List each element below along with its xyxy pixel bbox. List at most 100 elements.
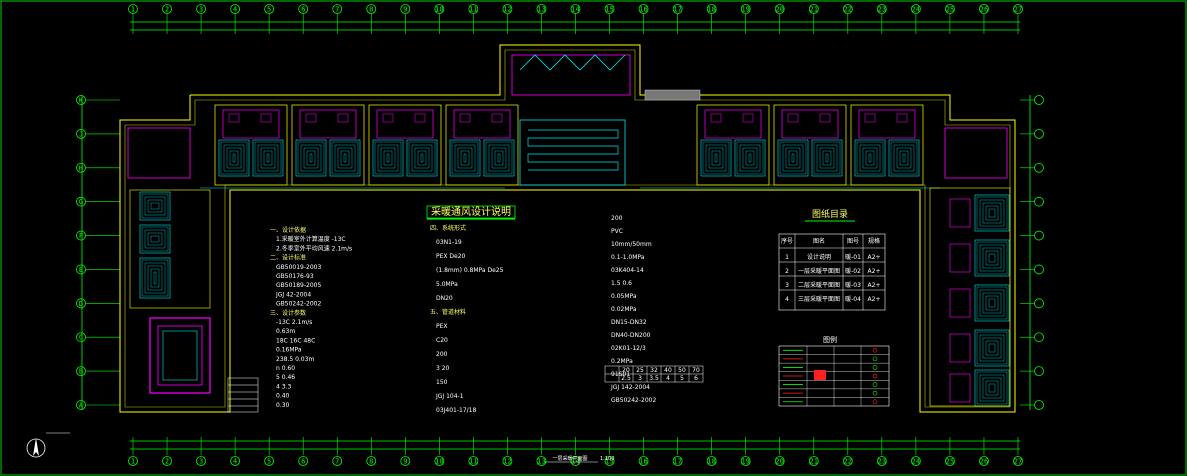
note-line: PEX De20 (436, 253, 466, 260)
note-line: 五、管道材料 (430, 308, 466, 316)
index-cell: A2+ (868, 282, 881, 289)
grid-bubble (604, 456, 615, 466)
index-cell: 三层采暖平面图 (798, 295, 840, 303)
room-toilet (944, 127, 1008, 179)
heating-coil-loop (141, 259, 169, 297)
grid-label-bottom: 18 (707, 458, 715, 466)
note-line: 0.05MPa (611, 293, 637, 300)
heating-coil-loop (297, 141, 325, 175)
grid-label-bottom: 1 (131, 458, 135, 466)
room-bath (222, 109, 280, 139)
grid-bubble (76, 264, 86, 275)
grid-label-top: 24 (912, 6, 920, 14)
note-line: GB50176-93 (276, 273, 314, 280)
grid-bubble (1034, 128, 1044, 139)
note-line: 91S01 (611, 371, 630, 378)
note-line: 0.16MPa (276, 347, 302, 354)
grid-label-top: 16 (639, 6, 647, 14)
room-bath (781, 109, 839, 139)
heating-coil (700, 139, 732, 177)
grid-bubble (502, 456, 513, 466)
pipe-table-cell: 2.5 (621, 375, 631, 382)
left-material-table (227, 377, 259, 413)
heating-coil-loop (220, 141, 248, 175)
grid-label-bottom: 24 (912, 458, 920, 466)
grid-label-bottom: 4 (233, 458, 237, 466)
index-cell: A2+ (868, 296, 881, 303)
heating-coil-loop (451, 141, 479, 175)
pipe-table-cell: 25 (636, 367, 644, 374)
note-line: 238.5 0.03m (276, 356, 314, 363)
grid-bubble (1034, 400, 1044, 410)
grid-bubble (434, 4, 445, 14)
building-outline (119, 44, 1016, 413)
grid-label-top: 14 (571, 6, 579, 14)
grid-label-top: 19 (741, 6, 749, 14)
heating-coil-loop (141, 226, 169, 252)
grid-bubble (842, 4, 853, 14)
grid-bubble (400, 4, 411, 14)
grid-label-left: G (79, 198, 83, 206)
grid-label-top: 23 (878, 6, 886, 14)
design-notes-title: 采暖通风设计说明 (431, 205, 511, 218)
heating-coil-loop (976, 286, 1008, 320)
grid-label-bottom: 22 (844, 458, 852, 466)
grid-label-bottom: 25 (946, 458, 954, 466)
grid-bubble (910, 4, 921, 14)
grid-label-top: 5 (267, 6, 271, 14)
grid-bubble (264, 4, 275, 14)
heating-coil (974, 239, 1010, 277)
grid-bubble (1034, 95, 1044, 105)
room (696, 104, 770, 186)
index-cell: 暖-02 (845, 267, 861, 275)
note-line: DN20 (436, 295, 453, 302)
heating-coil (406, 139, 438, 177)
note-line: -13C 2.1m/s (276, 319, 312, 326)
grid-label-top: 25 (946, 6, 954, 14)
index-cell: 暖-01 (845, 253, 861, 261)
pipe-table-cell: 4 (666, 375, 670, 382)
grid-label-bottom: 6 (301, 458, 305, 466)
grid-bubble (128, 4, 138, 14)
grid-bubble (536, 4, 547, 14)
legend-title: 图例 (823, 335, 837, 344)
grid-bubble (76, 95, 86, 105)
central-lobby (511, 54, 701, 186)
grid-label-top: 1 (131, 6, 135, 14)
grid-label-bottom: 17 (673, 458, 681, 466)
fixture (819, 113, 831, 123)
grid-bubble (332, 4, 343, 14)
heating-coil-loop (976, 241, 1008, 275)
note-line: 03K404-14 (611, 267, 644, 274)
grid-label-left: E (79, 266, 83, 274)
grid-bubble (638, 456, 649, 466)
left-hall (149, 317, 211, 394)
note-line: 1.采暖室外计算温度 -13C (276, 235, 346, 243)
heating-coil (974, 194, 1010, 232)
grid-label-bottom: 19 (741, 458, 749, 466)
heating-coil (734, 139, 766, 177)
note-line: JGJ 142-2004 (610, 384, 650, 391)
fixture (787, 113, 799, 123)
scale-label: 1:100 (600, 456, 614, 462)
heating-coil (139, 224, 171, 254)
grid-bubble (570, 456, 581, 466)
note-line: 三、设计参数 (270, 309, 306, 317)
heating-coil (974, 284, 1010, 322)
grid-bubble (76, 400, 86, 410)
grid-label-bottom: 21 (810, 458, 818, 466)
grid-label-top: 21 (810, 6, 818, 14)
grid-bubble (774, 4, 785, 14)
note-line: 一、设计依据 (270, 226, 306, 234)
grid-bubble (230, 4, 241, 14)
note-line: DN15-DN32 (611, 319, 647, 326)
grid-bubble (536, 456, 547, 466)
fixture (260, 113, 272, 123)
heating-coil (974, 329, 1010, 367)
grid-bubble (638, 4, 649, 14)
fixture (949, 198, 971, 228)
grid-bubble (434, 456, 445, 466)
grid-bubble (76, 366, 86, 377)
